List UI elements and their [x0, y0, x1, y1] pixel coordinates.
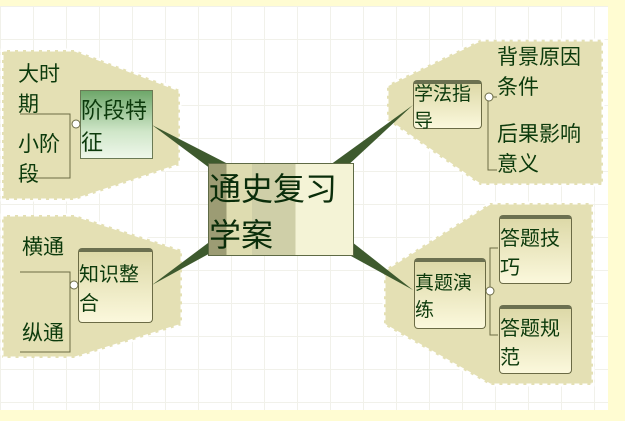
node-stage-features[interactable]: 阶段特征 [80, 90, 153, 159]
subnode-answer-skills[interactable]: 答题技巧 [499, 215, 572, 284]
group-study-method [385, 38, 605, 187]
node-knowledge-integration[interactable]: 知识整合 [78, 248, 153, 323]
subnode-small-stage[interactable]: 小阶段 [18, 132, 60, 186]
subnode-consequences[interactable]: 后果影响意义 [497, 122, 581, 176]
subnode-big-period[interactable]: 大时期 [18, 62, 60, 116]
central-topic[interactable]: 通史复习学案 [208, 163, 354, 256]
node-exam-practice[interactable]: 真题演练 [414, 258, 486, 329]
connector-right-top [330, 105, 413, 168]
subnode-horizontal[interactable]: 横通 [22, 235, 64, 259]
connector-left-bottom [152, 240, 225, 285]
subnode-background-causes[interactable]: 背景原因条件 [497, 45, 581, 99]
subnode-answer-norms[interactable]: 答题规范 [499, 305, 572, 374]
subnode-vertical[interactable]: 纵通 [22, 321, 64, 345]
connector-right-bottom [340, 242, 413, 290]
node-study-method[interactable]: 学法指导 [413, 80, 482, 132]
connector-left-top [152, 125, 230, 172]
